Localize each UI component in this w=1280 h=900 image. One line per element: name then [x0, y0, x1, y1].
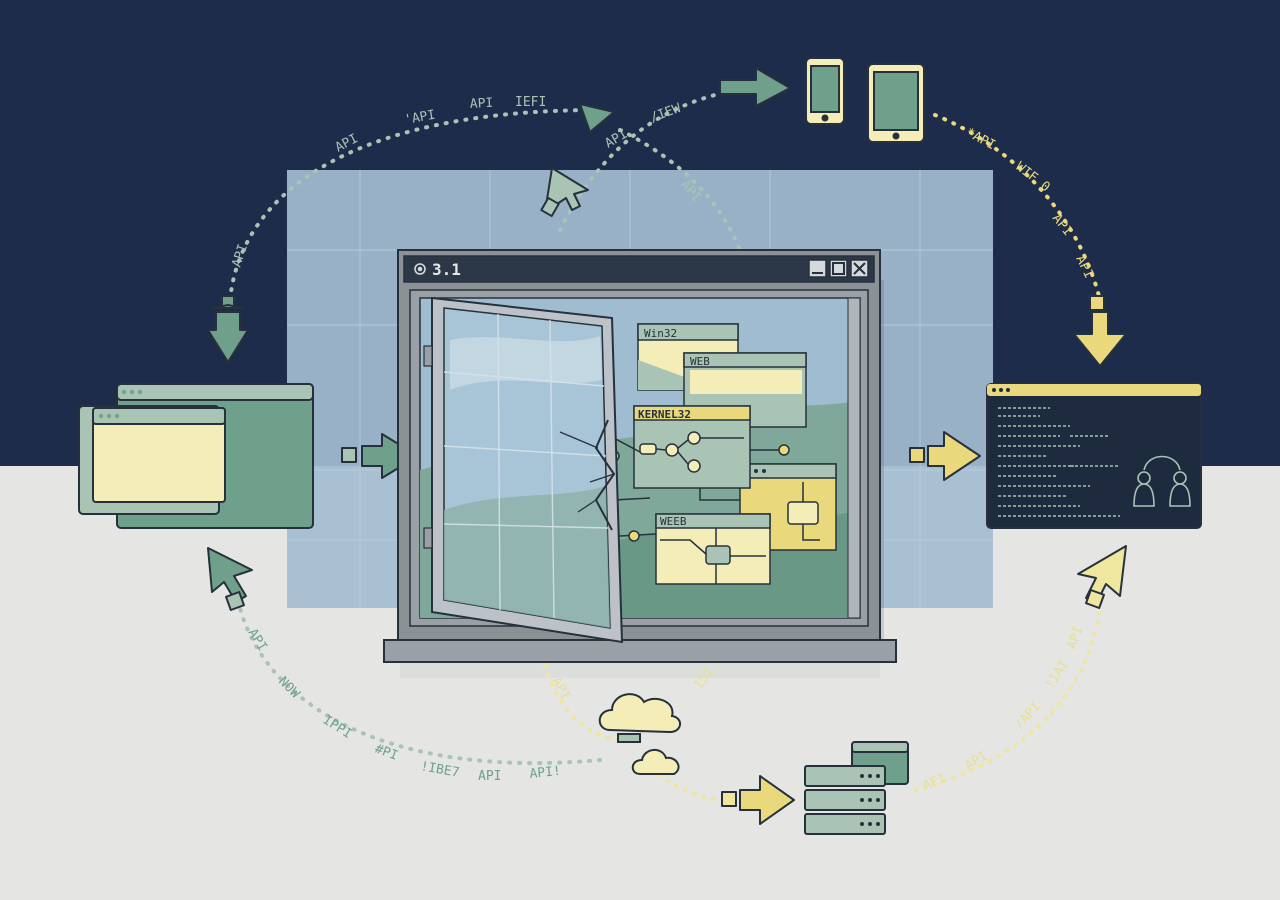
- maximize-icon[interactable]: [829, 259, 848, 278]
- close-icon[interactable]: [850, 259, 869, 278]
- arrow-down-right: [1073, 295, 1127, 367]
- arrow-to-server: [721, 775, 795, 825]
- window-title-bar: [403, 255, 875, 283]
- api-label: !IBE7: [419, 759, 460, 781]
- server-stack-icon: [804, 741, 909, 835]
- api-label: API: [469, 96, 493, 112]
- minimize-icon[interactable]: [808, 259, 827, 278]
- api-path-bottom-left: [236, 598, 602, 766]
- arrow-window-to-terminal: [909, 431, 981, 481]
- linux-terminal-icon: [986, 383, 1202, 529]
- arrow-down-left: [207, 295, 249, 363]
- hinge-icon: [423, 345, 433, 367]
- api-path-top-right: [933, 113, 1102, 302]
- api-path-bottom-center: [543, 663, 622, 742]
- api-label: API: [478, 769, 501, 784]
- api-path-center-down: [618, 128, 742, 252]
- arrow-up-right: [1077, 545, 1127, 609]
- panel-win32-title: Win32: [644, 327, 677, 340]
- panel-weeb-title: WEEB: [660, 515, 687, 528]
- window-title: 3.1: [432, 260, 461, 279]
- api-path-top-left: [228, 108, 602, 302]
- open-window-pane[interactable]: [423, 296, 624, 644]
- api-label: 'API: [403, 108, 436, 128]
- window-sill: [383, 639, 897, 663]
- gear-logo-icon: [414, 263, 426, 275]
- panel-kernel32-title: KERNEL32: [638, 408, 691, 421]
- api-label: API!: [529, 764, 562, 782]
- desktop-windows-icon: [78, 383, 314, 529]
- cloud-icon: [598, 693, 681, 775]
- panel-web-top-title: WEB: [690, 355, 710, 368]
- arrow-up-left: [207, 547, 253, 611]
- panel-kernel32: KERNEL32: [633, 405, 751, 489]
- hinge-icon: [423, 527, 433, 549]
- phone-icon: [805, 57, 845, 125]
- arrow-up-center: [540, 167, 589, 218]
- tablet-icon: [867, 63, 925, 143]
- api-label: API: [230, 242, 252, 269]
- arrow-to-devices: [579, 67, 791, 133]
- arrow-desktop-to-window: [341, 433, 419, 479]
- penguin-icon: [1133, 455, 1191, 507]
- api-path-bottom-right: [913, 603, 1102, 792]
- api-label: IEFI: [515, 95, 546, 110]
- panel-weeb: WEEB: [655, 513, 771, 585]
